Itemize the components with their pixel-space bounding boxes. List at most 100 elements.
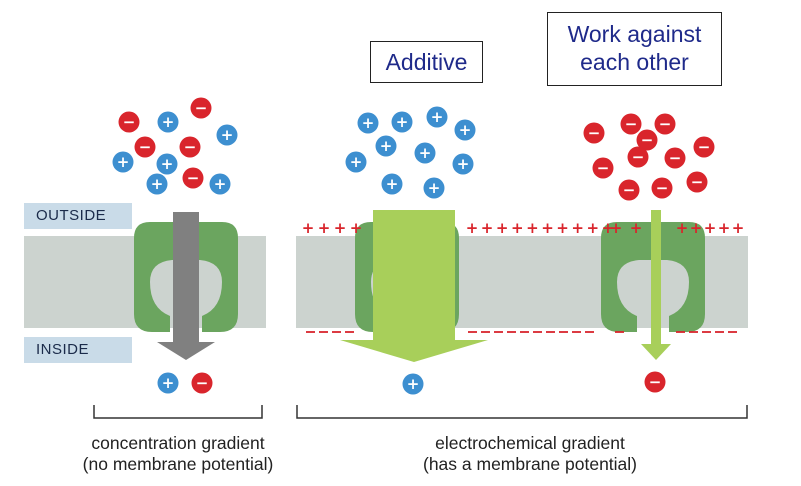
ion-opposing-8-sign: − <box>669 149 682 167</box>
ion-inside-negative-right-circle <box>644 371 666 393</box>
ion-inside-positive-mid-sign: + <box>407 375 420 393</box>
ion-opposing-3-sign: − <box>659 115 672 133</box>
ion-additive-1: + <box>357 112 379 134</box>
ion-additive-8-sign: + <box>457 155 470 173</box>
plus-sign-b-1: + <box>466 219 479 237</box>
plus-sign-c-1: + <box>610 219 623 237</box>
ion-opposing-5-circle <box>636 129 658 151</box>
additive-text: Additive <box>385 49 468 75</box>
ion-concentration-7: + <box>112 151 134 173</box>
ion-concentration-8-sign: + <box>161 155 174 173</box>
work-against-box: Work against each other <box>547 12 722 86</box>
ion-additive-2-circle <box>391 111 413 133</box>
ion-concentration-2-sign: + <box>162 113 175 131</box>
ion-additive-10-circle <box>423 177 445 199</box>
plus-sign-a-3: + <box>334 219 347 237</box>
ion-additive-9-circle <box>381 173 403 195</box>
ion-opposing-1-circle <box>583 122 605 144</box>
inside-label: INSIDE <box>24 337 132 363</box>
plus-sign-a-1: + <box>302 219 315 237</box>
ion-concentration-9-circle <box>146 173 168 195</box>
ion-opposing-7-circle <box>627 146 649 168</box>
ion-opposing-7: − <box>627 146 649 168</box>
ion-concentration-5-circle <box>134 136 156 158</box>
ion-opposing-5-sign: − <box>641 131 654 149</box>
ion-additive-3: + <box>426 106 448 128</box>
ion-additive-8: + <box>452 153 474 175</box>
ion-concentration-2-circle <box>157 111 179 133</box>
ion-opposing-11-circle <box>686 171 708 193</box>
plus-sign-d-1: + <box>676 219 689 237</box>
plus-sign-b-3: + <box>496 219 509 237</box>
ion-inside-negative-left-circle <box>191 372 213 394</box>
ion-additive-3-sign: + <box>431 108 444 126</box>
electrochemical-caption-line2: (has a membrane potential) <box>423 454 637 474</box>
ion-opposing-3-circle <box>654 113 676 135</box>
work-against-line2: each other <box>580 49 689 75</box>
bracket-concentration <box>93 405 263 419</box>
ion-concentration-3-sign: − <box>195 99 208 117</box>
ion-opposing-9-sign: − <box>623 181 636 199</box>
bracket-electrochemical <box>296 405 748 419</box>
plus-sign-b-9: + <box>587 219 600 237</box>
ion-concentration-4: + <box>216 124 238 146</box>
ion-opposing-4-sign: − <box>698 138 711 156</box>
ion-additive-4-sign: + <box>459 121 472 139</box>
ion-additive-5-sign: + <box>380 137 393 155</box>
ion-opposing-2-sign: − <box>625 115 638 133</box>
ion-additive-1-circle <box>357 112 379 134</box>
ion-opposing-10-sign: − <box>656 179 669 197</box>
plus-sign-c-2: + <box>630 219 643 237</box>
ion-concentration-6: − <box>179 136 201 158</box>
ion-additive-9-sign: + <box>386 175 399 193</box>
ion-additive-3-circle <box>426 106 448 128</box>
ion-concentration-10: − <box>182 167 204 189</box>
channel-concentration-body <box>134 222 238 332</box>
ion-additive-9: + <box>381 173 403 195</box>
ion-opposing-4: − <box>693 136 715 158</box>
ion-additive-2-sign: + <box>396 113 409 131</box>
ion-concentration-7-sign: + <box>117 153 130 171</box>
ion-concentration-8: + <box>156 153 178 175</box>
ion-inside-positive-left-sign: + <box>162 374 175 392</box>
plus-sign-b-6: + <box>541 219 554 237</box>
ion-additive-7-sign: + <box>350 153 363 171</box>
ion-opposing-11: − <box>686 171 708 193</box>
ion-concentration-5-sign: − <box>139 138 152 156</box>
ion-opposing-8-circle <box>664 147 686 169</box>
ion-opposing-8: − <box>664 147 686 169</box>
ion-concentration-3: − <box>190 97 212 119</box>
plus-sign-b-7: + <box>556 219 569 237</box>
plus-sign-b-5: + <box>526 219 539 237</box>
ion-opposing-9-circle <box>618 179 640 201</box>
ion-concentration-2: + <box>157 111 179 133</box>
plus-sign-b-4: + <box>511 219 524 237</box>
ion-concentration-11: + <box>209 173 231 195</box>
ion-additive-4: + <box>454 119 476 141</box>
ion-additive-4-circle <box>454 119 476 141</box>
ion-additive-1-sign: + <box>362 114 375 132</box>
ion-inside-negative-right: − <box>644 371 666 393</box>
ion-opposing-11-sign: − <box>691 173 704 191</box>
ion-opposing-9: − <box>618 179 640 201</box>
ion-concentration-9-sign: + <box>151 175 164 193</box>
ion-additive-10-sign: + <box>428 179 441 197</box>
ion-inside-negative-left-sign: − <box>196 374 209 392</box>
ion-concentration-11-sign: + <box>214 175 227 193</box>
ion-opposing-10: − <box>651 177 673 199</box>
channel-opposing <box>601 222 705 332</box>
ion-additive-8-circle <box>452 153 474 175</box>
channel-opposing-body <box>601 222 705 332</box>
ion-opposing-2-circle <box>620 113 642 135</box>
ion-concentration-1-circle <box>118 111 140 133</box>
plus-sign-d-2: + <box>690 219 703 237</box>
ion-opposing-6: − <box>592 157 614 179</box>
ion-concentration-11-circle <box>209 173 231 195</box>
ion-opposing-1: − <box>583 122 605 144</box>
ion-concentration-10-circle <box>182 167 204 189</box>
ion-concentration-4-circle <box>216 124 238 146</box>
ion-additive-6-circle <box>414 142 436 164</box>
outside-label: OUTSIDE <box>24 203 132 229</box>
concentration-caption: concentration gradient (no membrane pote… <box>50 433 306 475</box>
